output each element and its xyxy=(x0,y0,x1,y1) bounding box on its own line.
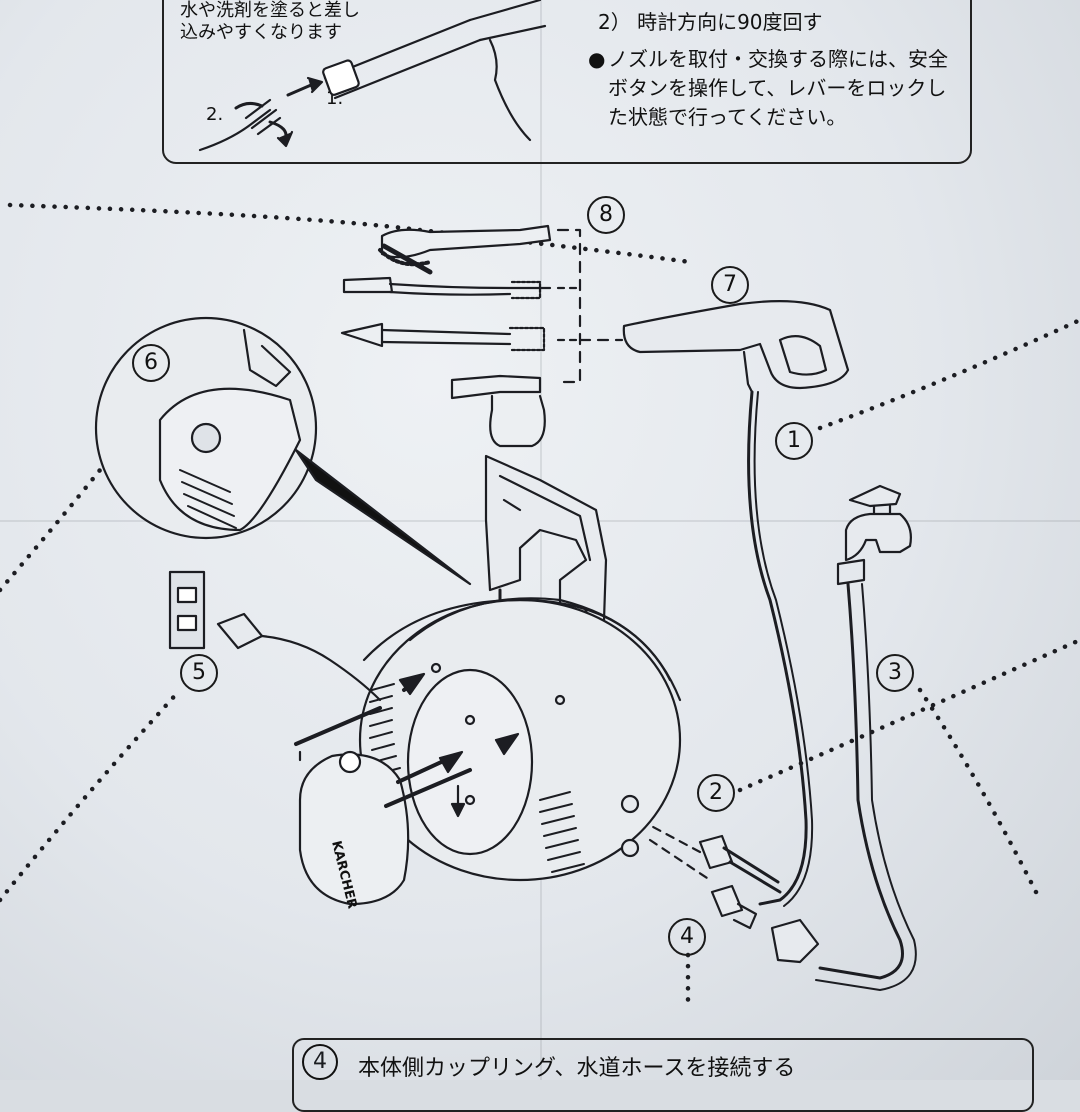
paper-crease xyxy=(540,0,542,1080)
instruction-text-line1: 水や洗剤を塗ると差し xyxy=(180,0,360,21)
garden-faucet xyxy=(836,484,912,586)
high-pressure-hose xyxy=(747,390,808,906)
callout-8: 8 xyxy=(587,196,625,234)
coupling-parts xyxy=(638,818,820,964)
rotate-step-text: 2） 時計方向に90度回す xyxy=(598,10,823,34)
callout-2: 2 xyxy=(697,774,735,812)
lance-insertion-sketch xyxy=(198,0,547,152)
dotted-leader-line xyxy=(917,687,1043,903)
note-bullet: ● xyxy=(588,47,606,71)
step-label-2: 2. xyxy=(206,104,224,125)
callout-5: 5 xyxy=(180,654,218,692)
dotted-leader-line xyxy=(0,687,183,903)
instruction-box-top xyxy=(162,0,972,164)
assembly-illustration: KARCHER xyxy=(0,0,1080,1013)
callout-1: 1 xyxy=(775,422,813,460)
dotted-leader-line xyxy=(737,637,1080,793)
dotted-leader-line xyxy=(7,202,693,265)
instruction-text-line2: 込みやすくなります xyxy=(180,22,342,43)
dotted-leader-line xyxy=(817,317,1080,431)
callout-7: 7 xyxy=(711,266,749,304)
step-title: 本体側カップリング、水道ホースを接続する xyxy=(358,1056,796,1081)
callout-3: 3 xyxy=(876,654,914,692)
trigger-gun xyxy=(622,300,850,394)
callout-4: 4 xyxy=(668,918,706,956)
note-line-1: ノズルを取付・交換する際には、安全 xyxy=(608,47,948,71)
note-line-2: ボタンを操作して、レバーをロックし xyxy=(608,76,947,100)
power-outlet xyxy=(168,570,382,702)
water-hose xyxy=(818,582,904,980)
dotted-leader-line xyxy=(0,467,103,593)
pressure-washer-body xyxy=(294,597,682,906)
accessories-group xyxy=(340,224,624,448)
step-number-badge: 4 xyxy=(302,1044,338,1080)
callout-6: 6 xyxy=(132,344,170,382)
note-line-3: た状態で行ってください。 xyxy=(608,105,847,129)
